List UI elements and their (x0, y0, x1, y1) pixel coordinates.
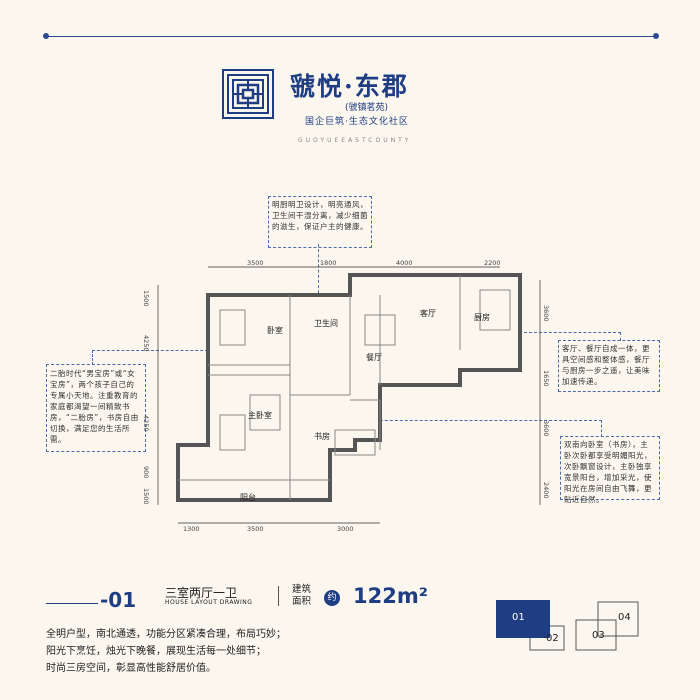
dim-top-2: 1800 (320, 259, 337, 267)
note-right-top-box: 客厅、餐厅自成一体，更具空间感和整体感，餐厅与厨房一步之遥，让美味加速传递。 (558, 340, 660, 392)
room-living: 客厅 (420, 309, 436, 318)
room-dining: 餐厅 (366, 353, 382, 362)
room-balcony: 阳台 (240, 493, 256, 502)
note-right-top-leader (440, 332, 621, 341)
dim-right-3: 3600 (542, 420, 550, 437)
dim-top-1: 3500 (247, 259, 264, 267)
area-label-line1: 建筑 (292, 584, 312, 595)
brand-english: GUOYUEEASTCOUNTY (298, 137, 412, 144)
key-plan (496, 600, 639, 651)
brand-tagline: 国企巨筑·生态文化社区 (305, 117, 409, 127)
dim-left-5: 1500 (142, 488, 150, 505)
note-right-bottom: 双南向卧室（书房），主卧次卧都享受明媚阳光，次卧飘窗设计，主卧独享宽景阳台，增加… (564, 440, 652, 504)
keyplan-unit-04: 04 (618, 612, 631, 623)
layout-type-english: HOUSE LAYOUT DRAWING (165, 599, 253, 606)
layout-number: -01 (100, 588, 137, 612)
note-right-top: 客厅、餐厅自成一体，更具空间感和整体感，餐厅与厨房一步之遥，让美味加速传递。 (562, 344, 650, 386)
keyplan-unit-03: 03 (592, 630, 605, 641)
dim-bottom-3: 3000 (337, 525, 354, 533)
layout-type: 三室两厅一卫 (165, 586, 238, 600)
dim-left-2: 4250 (142, 335, 150, 352)
area-label-line2: 面积 (292, 596, 312, 607)
dim-bottom-2: 3500 (247, 525, 264, 533)
floor-plan (157, 266, 541, 524)
note-top-leader (318, 244, 320, 324)
room-study: 书房 (314, 432, 330, 441)
area-value: 122m² (353, 584, 428, 608)
note-right-bottom-leader (345, 420, 602, 437)
room-master: 主卧室 (248, 411, 272, 420)
layout-description: 全明户型，南北通透，功能分区紧凑合理，布局巧妙； 阳光下烹饪，烛光下晚餐，展现生… (46, 626, 286, 677)
footer-separator (278, 586, 279, 606)
note-left: 二胎时代“男宝房”或“女宝房”，两个孩子自己的专属小天地。注重教育的家庭都渴望一… (50, 369, 139, 444)
note-left-leader (92, 350, 213, 365)
brand-logo-icon (222, 69, 274, 119)
approx-badge: 约 (324, 590, 340, 606)
dim-left-3: 4250 (142, 415, 150, 432)
room-bathroom: 卫生间 (314, 319, 338, 328)
dim-bottom-1: 1300 (183, 525, 200, 533)
footer-divider (46, 603, 98, 604)
dim-right-4: 2400 (542, 482, 550, 499)
top-divider (43, 33, 659, 39)
dim-top-3: 4000 (396, 259, 413, 267)
note-left-box: 二胎时代“男宝房”或“女宝房”，两个孩子自己的专属小天地。注重教育的家庭都渴望一… (46, 364, 146, 452)
note-top-box: 明厨明卫设计，明亮通风，卫生间干湿分离，减少细菌的滋生，保证户主的健康。 (268, 196, 372, 248)
room-kitchen: 厨房 (474, 313, 490, 322)
area-label: 建筑 面积 (292, 584, 311, 608)
dim-right-2: 1650 (542, 370, 550, 387)
note-right-bottom-box: 双南向卧室（书房），主卧次卧都享受明媚阳光，次卧飘窗设计，主卧独享宽景阳台，增加… (560, 436, 660, 504)
description-line: 全明户型，南北通透，功能分区紧凑合理，布局巧妙； (46, 629, 286, 640)
keyplan-unit-01: 01 (512, 612, 525, 623)
dim-left-1: 1500 (142, 290, 150, 307)
description-line: 阳光下烹饪，烛光下晚餐，展现生活每一处细节； (46, 646, 266, 657)
keyplan-unit-02: 02 (546, 633, 559, 644)
brand-title: 虢悦·东郡 (290, 72, 409, 101)
dim-right-1: 3600 (542, 305, 550, 322)
note-top: 明厨明卫设计，明亮通风，卫生间干湿分离，减少细菌的滋生，保证户主的健康。 (272, 200, 368, 231)
brand-subtitle: (虢镇茗苑) (345, 103, 389, 113)
description-line: 时尚三房空间，彰显高性能舒居价值。 (46, 663, 216, 674)
dim-top-4: 2200 (484, 259, 501, 267)
room-bedroom: 卧室 (267, 326, 283, 335)
dim-left-4: 900 (142, 466, 150, 479)
